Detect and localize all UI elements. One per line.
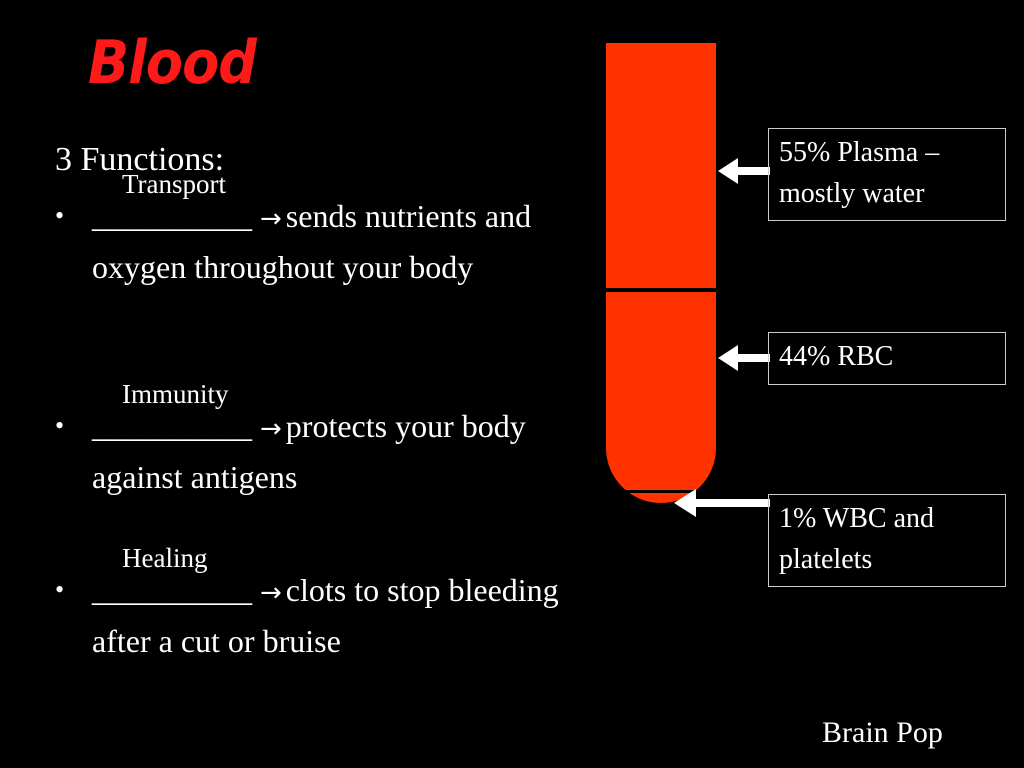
arrow-icon: → xyxy=(260,204,282,234)
fill-in-blank: __________Immunity xyxy=(92,379,252,450)
functions-heading: 3 Functions: xyxy=(55,141,225,178)
bullet-immunity: • __________Immunity →protects your body … xyxy=(55,379,575,501)
bullet-marker: • xyxy=(55,575,65,604)
bullet-healing: • __________Healing →clots to stop bleedi… xyxy=(55,543,575,665)
test-tube xyxy=(606,43,716,503)
arrow-icon: → xyxy=(260,578,282,608)
source-credit: Brain Pop xyxy=(822,716,943,749)
plasma-rbc-divider xyxy=(606,288,716,292)
bullet-text: clots to stop bleeding after a cut or br… xyxy=(92,572,559,659)
blank-line: __________ xyxy=(92,572,252,608)
blank-line: __________ xyxy=(92,198,252,234)
blank-line: __________ xyxy=(92,408,252,444)
plasma-label: 55% Plasma – mostly water xyxy=(768,128,1006,221)
pointer-arrow-icon xyxy=(718,158,770,184)
wbc-platelets-label: 1% WBC and platelets xyxy=(768,494,1006,587)
rbc-wbc-divider xyxy=(620,490,702,493)
bullet-marker: • xyxy=(55,201,65,230)
fill-in-blank: __________Transport xyxy=(92,169,252,240)
pointer-arrow-icon xyxy=(674,489,770,517)
answer-healing: Healing xyxy=(122,543,208,573)
arrow-icon: → xyxy=(260,414,282,444)
bullet-transport: • __________Transport →sends nutrients an… xyxy=(55,169,575,291)
fill-in-blank: __________Healing xyxy=(92,543,252,614)
bullet-marker: • xyxy=(55,411,65,440)
bullet-text: protects your body against antigens xyxy=(92,408,526,495)
rbc-label: 44% RBC xyxy=(768,332,1006,385)
pointer-arrow-icon xyxy=(718,345,770,371)
bullet-text: sends nutrients and oxygen throughout yo… xyxy=(92,198,532,285)
answer-immunity: Immunity xyxy=(122,379,229,409)
answer-transport: Transport xyxy=(122,169,227,199)
slide-title: Blood xyxy=(88,28,257,98)
